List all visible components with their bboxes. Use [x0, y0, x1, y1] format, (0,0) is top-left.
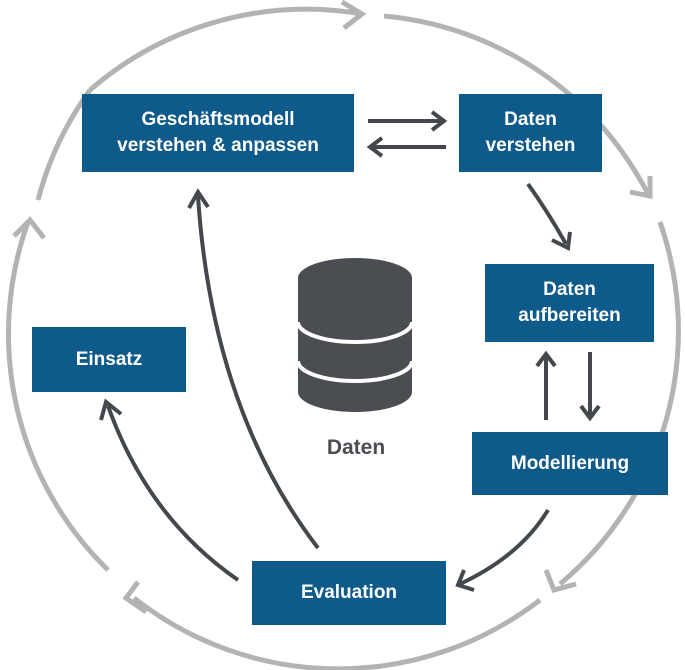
node-data-preparation: Daten aufbereiten [485, 264, 654, 342]
node-data-understanding-line-2: verstehen [485, 135, 576, 156]
node-data-understanding: Daten verstehen [459, 94, 602, 172]
ring-segment-top-right [383, 13, 651, 196]
ring-segment-left [6, 221, 110, 572]
ring-segment-right [558, 221, 681, 586]
arrow-data-to-preparation [526, 182, 568, 245]
arrow-modeling-to-evaluation [459, 508, 550, 586]
arrow-evaluation-to-business [196, 195, 320, 550]
node-evaluation-line-1: Evaluation [300, 582, 398, 604]
node-business-line-1: Geschäftsmodell [141, 109, 295, 131]
ring-chevron-bottom-right-icon [543, 569, 577, 593]
node-modeling: Modellierung [472, 432, 668, 495]
node-business-understanding: Geschäftsmodell verstehen & anpassen [82, 94, 354, 172]
ring-arrow-top [88, 6, 363, 92]
node-data-understanding-line-1: Daten [504, 109, 557, 131]
node-data-preparation-line-1: Daten [543, 279, 596, 301]
node-data-preparation-line-2: aufbereiten [518, 305, 621, 326]
arrow-evaluation-to-deployment [106, 405, 240, 582]
inner-arrows [99, 110, 601, 592]
outer-cycle-arrowheads [12, 0, 653, 615]
ring-chevron-top-icon [340, 0, 367, 30]
ring-chevron-left-icon [12, 216, 46, 240]
ring-segment-bottom [132, 596, 542, 670]
node-evaluation: Evaluation [252, 561, 446, 625]
node-deployment: Einsatz [32, 327, 186, 392]
node-business-line-2: verstehen & anpassen [117, 135, 319, 156]
node-deployment-line-1: Einsatz [75, 348, 143, 370]
node-modeling-line-1: Modellierung [510, 452, 630, 474]
ring-chevron-right-icon [629, 176, 653, 200]
database-label: Daten [326, 436, 386, 459]
database-icon [296, 258, 414, 412]
ring-chevron-bottom-left-icon [122, 580, 148, 615]
outer-cycle-ring [6, 6, 681, 670]
